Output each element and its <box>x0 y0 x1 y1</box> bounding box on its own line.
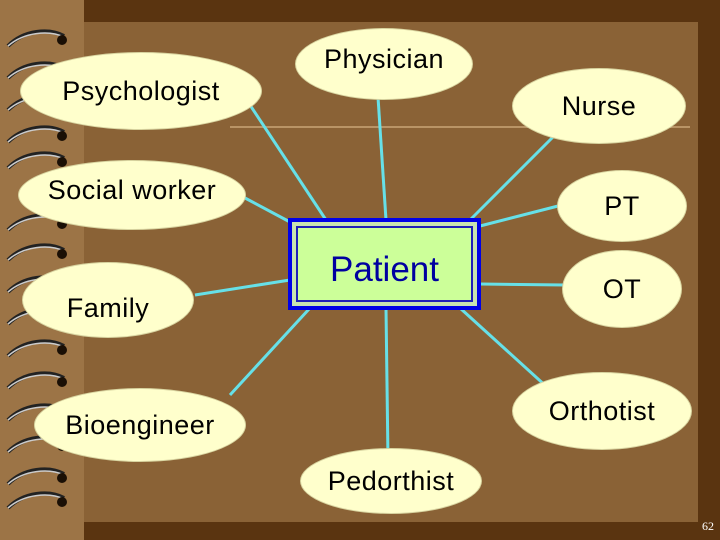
binding-ring <box>6 491 67 510</box>
node-label: Nurse <box>561 90 637 121</box>
binding-ring <box>6 371 67 390</box>
binding-ring <box>6 29 67 48</box>
node-label: Bioengineer <box>65 409 215 440</box>
node-label: Physician <box>323 43 445 74</box>
binding-ring <box>6 467 67 486</box>
node-label: Orthotist <box>548 395 656 426</box>
center-label: Patient <box>330 250 439 289</box>
link-physician <box>376 96 388 221</box>
node-social-worker: Social worker <box>18 160 246 230</box>
link-ot <box>479 282 566 287</box>
node-label: PT <box>604 190 640 221</box>
divider-line <box>230 126 690 128</box>
node-label: OT <box>602 273 642 304</box>
node-label: Social worker <box>47 174 217 205</box>
link-family <box>194 278 291 297</box>
link-nurse <box>468 128 562 222</box>
binding-ring <box>6 243 67 262</box>
link-bioengineer <box>228 306 312 397</box>
node-family: Family <box>22 262 194 338</box>
link-orthotist <box>458 306 550 390</box>
node-psychologist: Psychologist <box>20 52 262 130</box>
node-nurse: Nurse <box>512 68 686 144</box>
binding-ring <box>6 151 67 170</box>
link-psychologist <box>248 104 328 221</box>
center-node-patient: Patient <box>288 218 481 310</box>
node-label: Psychologist <box>62 75 220 106</box>
link-pt <box>479 203 563 228</box>
page-number: 62 <box>702 519 714 533</box>
node-physician: Physician <box>295 28 473 100</box>
link-social-worker <box>244 196 291 224</box>
binding-ring <box>6 339 67 358</box>
node-pt: PT <box>557 170 687 242</box>
binding-ring <box>6 125 67 144</box>
node-bioengineer: Bioengineer <box>34 388 246 462</box>
node-orthotist: Orthotist <box>512 372 692 450</box>
node-label: Family <box>66 292 150 323</box>
center-node-inner: Patient <box>296 226 473 302</box>
node-ot: OT <box>562 250 682 328</box>
link-pedorthist <box>384 307 390 461</box>
node-label: Pedorthist <box>327 465 455 496</box>
node-pedorthist: Pedorthist <box>300 448 482 514</box>
